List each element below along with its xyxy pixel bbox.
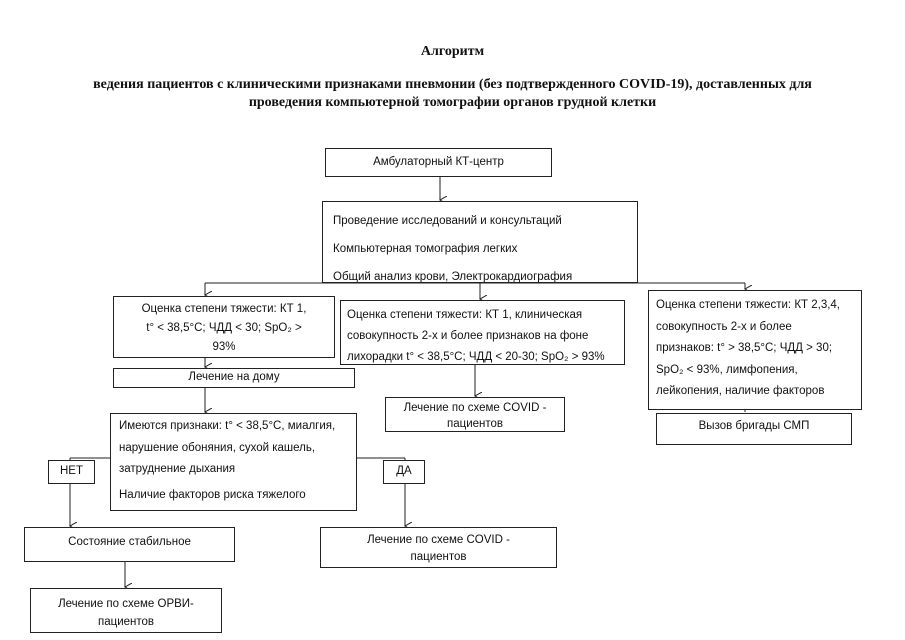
node-text: признаков: t° > 38,5°C; ЧДД > 30;	[656, 342, 833, 354]
doc-title: Алгоритм	[420, 44, 485, 59]
node-ct-center: Амбулаторный КТ-центр	[325, 148, 552, 177]
node-covid-moderate: Лечение по схеме COVID - пациентов	[385, 397, 565, 432]
doc-subtitle-1: ведения пациентов с клиническими признак…	[93, 77, 812, 92]
node-text: Оценка степени тяжести: КТ 1, клиническа…	[347, 309, 583, 321]
node-severe: Оценка степени тяжести: КТ 2,3,4, совоку…	[648, 290, 862, 410]
node-text: НЕТ	[60, 465, 83, 477]
node-text: Наличие факторов риска тяжелого	[119, 488, 306, 501]
doc-subtitle-2: проведения компьютерной томографии орган…	[248, 95, 657, 110]
node-text: Состояние стабильное	[68, 536, 191, 548]
node-text: затруднение дыхания	[119, 463, 236, 475]
node-signs: Имеются признаки: t° < 38,5°C, миалгия, …	[110, 413, 357, 511]
node-no: НЕТ	[48, 460, 95, 484]
node-text: ДА	[396, 465, 412, 477]
node-text: пациентов	[410, 551, 467, 563]
node-mild: Оценка степени тяжести: КТ 1, t° < 38,5°…	[113, 296, 335, 358]
node-text: Лечение по схеме COVID -	[367, 534, 510, 546]
node-home: Лечение на дому	[113, 368, 355, 388]
node-text: Оценка степени тяжести: КТ 1,	[141, 303, 307, 315]
node-exams: Проведение исследований и консультаций К…	[322, 201, 638, 283]
node-text: Имеются признаки: t° < 38,5°C, миалгия,	[119, 420, 336, 432]
node-text: пациентов	[446, 418, 504, 430]
node-text: нарушение обоняния, сухой кашель,	[119, 441, 316, 454]
node-text: Компьютерная томография легких	[333, 243, 518, 255]
node-ambulance: Вызов бригады СМП	[656, 413, 852, 445]
node-text: Оценка степени тяжести: КТ 2,3,4,	[656, 299, 841, 311]
node-stable: Состояние стабильное	[24, 527, 235, 562]
node-orvi: Лечение по схеме ОРВИ- пациентов	[30, 588, 222, 633]
node-text: SpO₂ < 93%, лимфопения,	[656, 363, 798, 376]
node-covid-yes: Лечение по схеме COVID - пациентов	[320, 527, 557, 568]
node-text: Лечение по схеме ОРВИ-	[58, 598, 194, 610]
node-text: совокупность 2-х и более признаков на фо…	[347, 330, 589, 342]
node-text: Проведение исследований и консультаций	[333, 215, 562, 227]
node-text: лейкопения, наличие факторов	[656, 385, 825, 397]
node-text: Общий анализ крови, Электрокардиография	[333, 271, 573, 283]
node-text: лихорадки t° < 38,5°C; ЧДД < 20-30; SpO₂…	[347, 351, 605, 363]
node-text: Лечение по схеме COVID -	[403, 402, 547, 414]
node-moderate: Оценка степени тяжести: КТ 1, клиническа…	[340, 300, 625, 365]
node-text: пациентов	[97, 616, 155, 628]
node-text: Лечение на дому	[188, 371, 280, 383]
node-yes: ДА	[383, 460, 425, 484]
node-text: Амбулаторный КТ-центр	[373, 156, 504, 168]
node-text: 93%	[212, 341, 236, 353]
node-text: совокупность 2-х и более	[656, 320, 792, 333]
node-text: Вызов бригады СМП	[698, 420, 810, 432]
node-text: t° < 38,5°C; ЧДД < 30; SpO₂ >	[146, 322, 302, 334]
